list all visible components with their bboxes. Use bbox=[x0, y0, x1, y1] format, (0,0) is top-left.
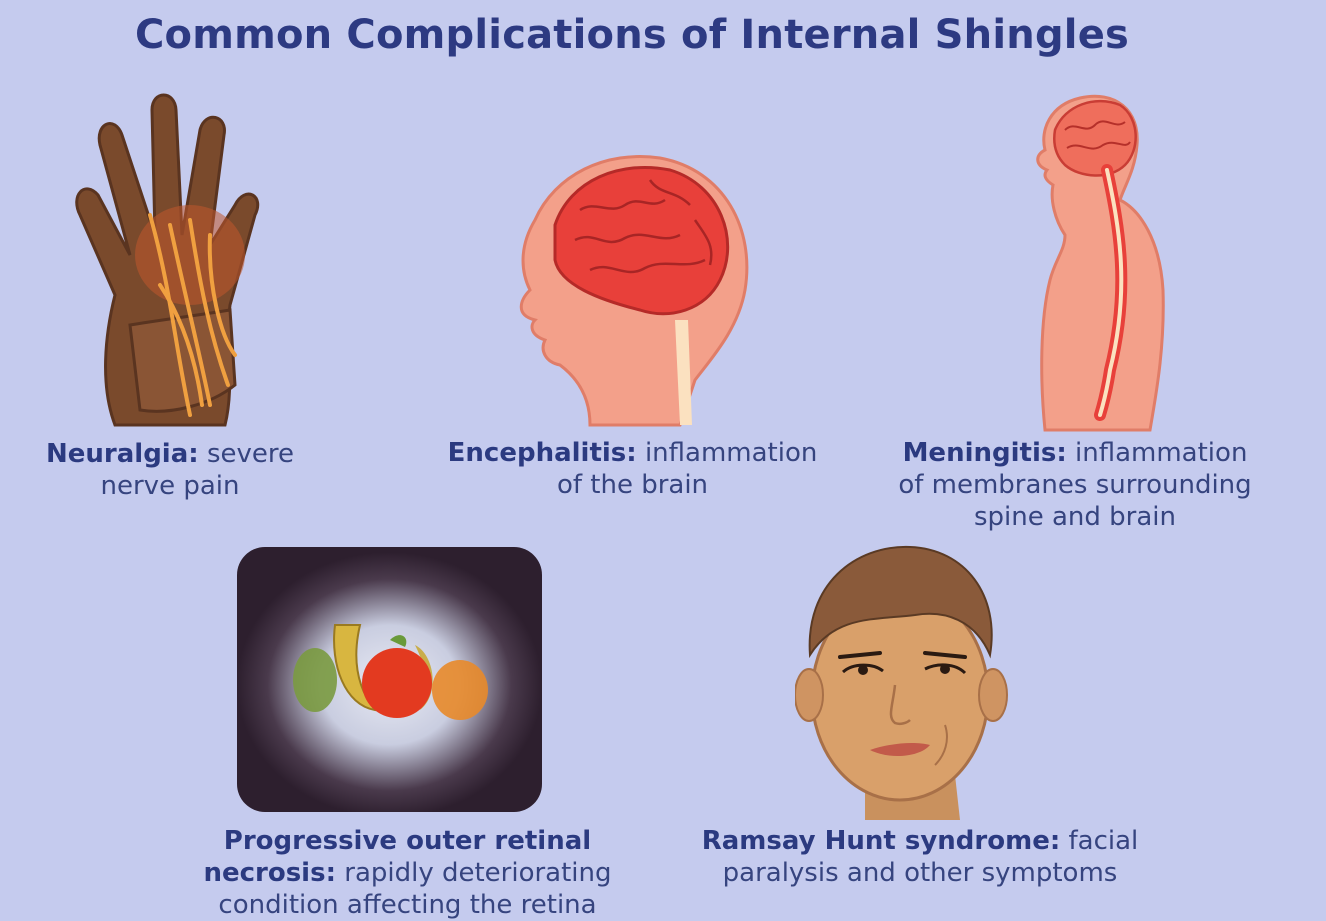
face-paralysis-icon bbox=[795, 545, 1008, 820]
blurred-vision-fruit-icon bbox=[237, 547, 542, 812]
desc-neuralgia-line2: nerve pain bbox=[100, 471, 240, 501]
desc-encephalitis-line1: inflammation bbox=[644, 438, 818, 468]
page-title: Common Complications of Internal Shingle… bbox=[134, 12, 1130, 58]
head-brain-icon bbox=[519, 155, 749, 427]
desc-meningitis-line1: inflammation bbox=[1075, 438, 1248, 468]
caption-ramsay-hunt: Ramsay Hunt syndrome: facial paralysis a… bbox=[690, 825, 1150, 889]
desc-neuralgia-line1: severe bbox=[206, 439, 294, 469]
caption-encephalitis: Encephalitis: inflammation of the brain bbox=[435, 437, 830, 501]
term-retinal-necrosis-line2: necrosis: bbox=[203, 858, 336, 888]
hand-nerves-icon bbox=[75, 93, 260, 427]
caption-meningitis: Meningitis: inflammation of membranes su… bbox=[880, 437, 1270, 533]
term-encephalitis: Encephalitis: bbox=[447, 438, 637, 468]
desc-retinal-necrosis-line1: rapidly deteriorating bbox=[344, 858, 612, 888]
term-retinal-necrosis-line1: Progressive outer retinal bbox=[223, 826, 592, 856]
caption-neuralgia: Neuralgia: severe nerve pain bbox=[30, 438, 310, 502]
term-ramsay-hunt: Ramsay Hunt syndrome: bbox=[701, 826, 1061, 856]
desc-ramsay-hunt-line1: facial bbox=[1068, 826, 1139, 856]
desc-retinal-necrosis-line2: condition affecting the retina bbox=[218, 890, 597, 920]
desc-ramsay-hunt-line2: paralysis and other symptoms bbox=[722, 858, 1118, 888]
term-meningitis: Meningitis: bbox=[902, 438, 1067, 468]
desc-encephalitis-line2: of the brain bbox=[556, 470, 709, 500]
caption-retinal-necrosis: Progressive outer retinal necrosis: rapi… bbox=[195, 825, 620, 921]
spine-brain-icon bbox=[1036, 94, 1165, 432]
desc-meningitis-line2: of membranes surrounding bbox=[898, 470, 1252, 500]
desc-meningitis-line3: spine and brain bbox=[973, 502, 1177, 532]
term-neuralgia: Neuralgia: bbox=[46, 439, 199, 469]
